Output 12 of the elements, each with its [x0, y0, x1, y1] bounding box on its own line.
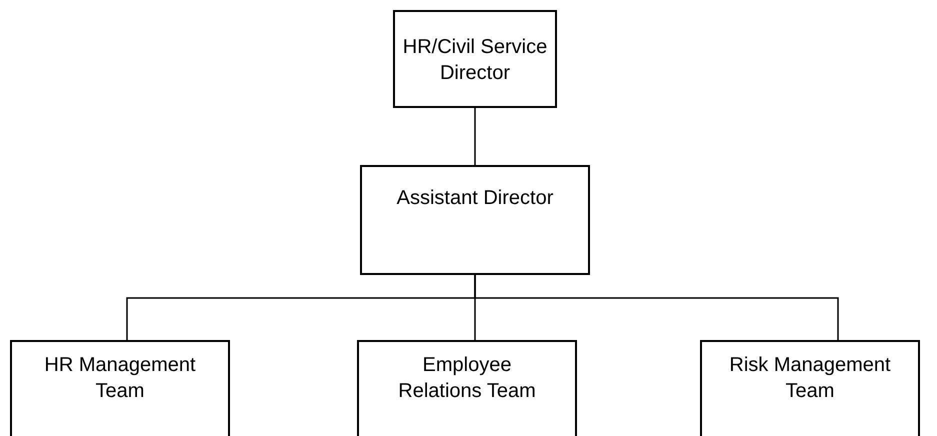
org-box	[10, 340, 230, 436]
box-label: Risk Management Team	[728, 353, 892, 404]
box-label: HR/Civil Service Director	[402, 35, 548, 86]
box-label: Employee Relations Team	[397, 353, 537, 404]
box-label: HR Management Team	[43, 353, 197, 404]
connector-line	[474, 108, 476, 165]
connector-line	[474, 275, 839, 340]
box-label: Assistant Director	[396, 186, 554, 211]
org-box	[357, 340, 577, 436]
org-box	[700, 340, 920, 436]
org-box	[360, 165, 590, 275]
org-box	[393, 10, 557, 108]
